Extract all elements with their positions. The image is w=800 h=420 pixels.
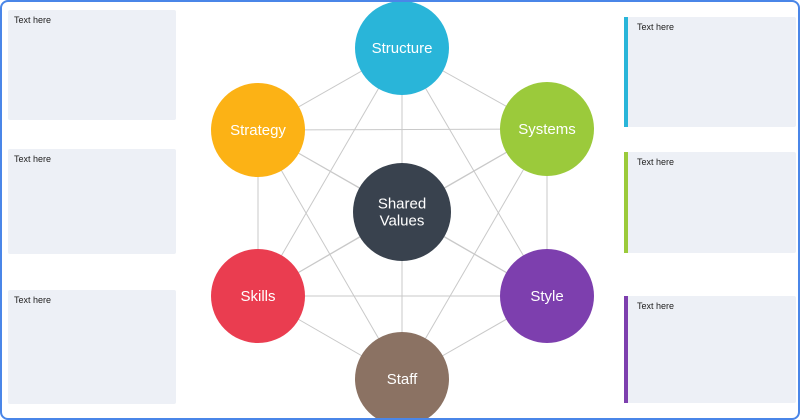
node-circle-skills[interactable]: [211, 249, 305, 343]
node-label-strategy: Strategy: [230, 122, 286, 139]
note-panel-label: Text here: [637, 301, 675, 311]
node-circle-structure[interactable]: [355, 2, 449, 95]
node-label-structure: Structure: [372, 40, 433, 57]
note-panel-left-2[interactable]: Text here: [8, 149, 176, 254]
node-label-skills: Skills: [240, 288, 275, 305]
diagram-node-skills[interactable]: Skills: [211, 249, 305, 343]
node-circle-systems[interactable]: [500, 82, 594, 176]
diagram-edge: [257, 128, 548, 131]
note-panel-right-2[interactable]: Text here: [624, 152, 796, 253]
panel-accent-bar: [624, 152, 628, 253]
node-circle-style[interactable]: [500, 249, 594, 343]
diagram-node-systems[interactable]: Systems: [500, 82, 594, 176]
panel-accent-bar: [624, 17, 628, 127]
note-panel-right-3[interactable]: Text here: [624, 296, 796, 403]
note-panel-label: Text here: [14, 295, 52, 305]
diagram-node-style[interactable]: Style: [500, 249, 594, 343]
note-panel-left-3[interactable]: Text here: [8, 290, 176, 404]
diagram-node-staff[interactable]: Staff: [355, 332, 449, 420]
note-panel-label: Text here: [637, 22, 675, 32]
note-panel-label: Text here: [14, 154, 52, 164]
diagram-node-strategy[interactable]: Strategy: [211, 83, 305, 177]
diagram-edge: [401, 47, 548, 297]
node-circle-strategy[interactable]: [211, 83, 305, 177]
diagram-edge: [257, 47, 403, 297]
node-label-staff: Staff: [387, 371, 418, 388]
note-panel-left-1[interactable]: Text here: [8, 10, 176, 120]
diagram-node-structure[interactable]: Structure: [355, 2, 449, 95]
node-circle-shared-values[interactable]: [353, 163, 451, 261]
panel-accent-bar: [624, 296, 628, 403]
note-panel-label: Text here: [637, 157, 675, 167]
node-circle-staff[interactable]: [355, 332, 449, 420]
node-label-systems: Systems: [518, 121, 576, 138]
note-panel-right-1[interactable]: Text here: [624, 17, 796, 127]
node-label-style: Style: [530, 288, 563, 305]
note-panel-label: Text here: [14, 15, 52, 25]
